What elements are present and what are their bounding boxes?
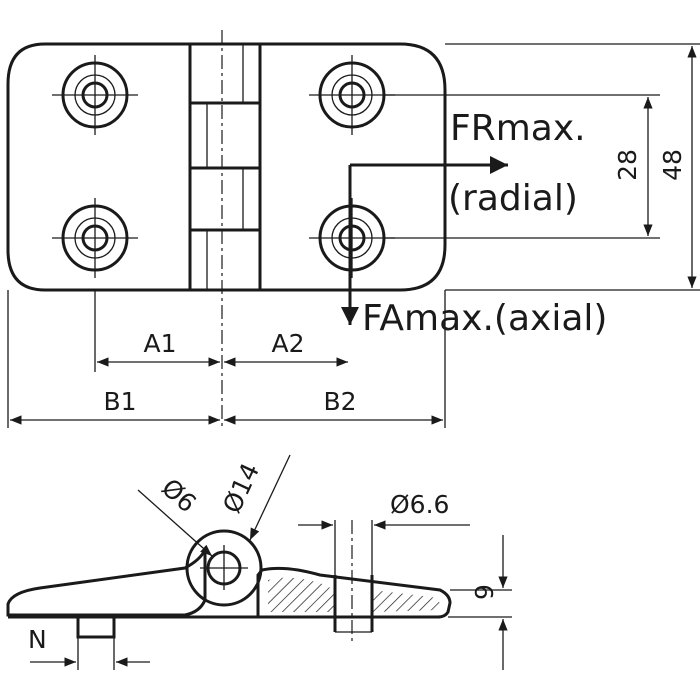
fr-label: FRmax. <box>450 108 586 149</box>
dim-b1-label: B1 <box>103 387 136 416</box>
right-leaf <box>256 566 452 619</box>
radial-label: (radial) <box>448 178 578 219</box>
dim-a1-label: A1 <box>143 329 176 358</box>
d14-leader <box>249 454 291 541</box>
d14-label: Ø14 <box>217 459 265 518</box>
dim-b2-label: B2 <box>323 387 356 416</box>
hole-bottom-left <box>52 198 138 278</box>
hole-bottom-right <box>309 198 395 278</box>
knuckle <box>185 529 263 607</box>
left-leaf <box>6 549 207 617</box>
dim-9-label: 9 <box>470 584 499 600</box>
fa-label: FAmax.(axial) <box>362 298 607 339</box>
top-view: 28 48 FRmax. (radial) FAmax.(axial) A1 A… <box>6 30 700 428</box>
d6-leader <box>137 489 213 557</box>
dim-28-label: 28 <box>613 149 642 181</box>
dim-48-label: 48 <box>658 149 687 181</box>
hinge-outline <box>6 42 447 292</box>
hole-top-right <box>309 55 395 135</box>
dim-a2-label: A2 <box>271 329 304 358</box>
right-leaf-hatch <box>268 577 335 612</box>
side-view: Ø6 Ø14 Ø6.6 9 N <box>6 454 512 670</box>
d66-label: Ø6.6 <box>390 490 449 519</box>
hole-top-left <box>52 55 138 135</box>
n-label: N <box>28 625 47 654</box>
